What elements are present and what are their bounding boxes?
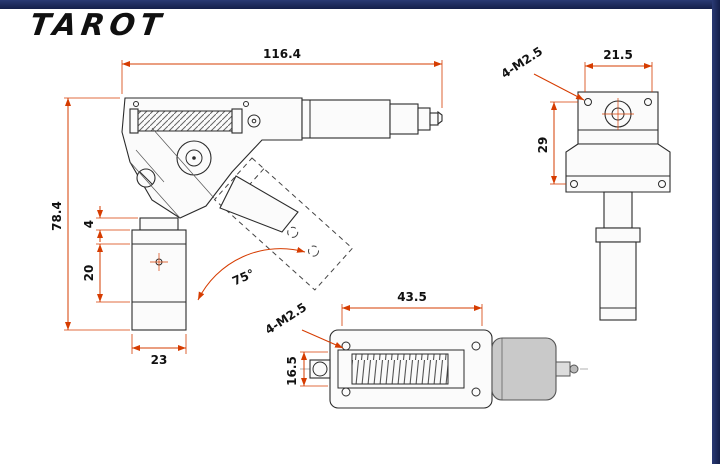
dim-angle: 75° [197,246,306,301]
bottom-nut [312,361,328,377]
idler-gear [247,114,261,128]
dim-bottom-screw-height-value: 16.5 [285,356,299,386]
rail-hole-right [243,101,249,107]
leadscrew-endblock-right [231,108,243,134]
dim-leg-section: 20 [82,243,130,303]
idler-gear-center [251,118,257,124]
leg-tube [131,229,187,331]
shaft-tip [437,110,443,126]
dim-bottom-screw-height: 16.5 [285,351,328,387]
bottom-motor-tip [569,364,579,374]
dim-leg-width: 23 [131,334,187,367]
leg-flange [139,217,179,231]
bracket-hole-tl [584,98,592,106]
bottom-view: 43.5 16.5 4-M2.5 [262,290,588,409]
dim-rear-hole-spacing-value: 29 [536,137,550,154]
main-bearing-inner [185,149,203,167]
bottom-inner-frame [337,349,465,389]
bottom-motor [491,337,557,401]
bracket-boss-centermark [602,98,634,130]
top-accent-bar [0,0,720,9]
dim-leg-section-value: 20 [82,265,96,282]
rear-screw-callout: 4-M2.5 [498,44,585,101]
bottom-screw-label: 4-M2.5 [262,300,309,337]
dim-overall-height: 78.4 [50,97,130,331]
dim-flange: 4 [82,206,138,242]
dim-overall-width-value: 116.4 [263,47,301,61]
bottom-motor-shaft [555,361,571,377]
bottom-leadscrew [351,353,449,385]
dim-bottom-length-value: 43.5 [397,290,427,304]
gusset-hatching [129,127,215,219]
side-view: 116.4 78.4 4 20 23 [50,47,443,367]
bracket-hole-br [658,180,666,188]
rear-view: 21.5 29 4-M2.5 [498,44,671,321]
bracket-hole-bl [570,180,578,188]
rail-hole-left [133,101,139,107]
dim-bottom-length: 43.5 [341,290,483,326]
dim-rear-width-value: 21.5 [603,48,633,62]
gearbox [389,103,419,135]
end-cap [417,107,431,131]
bracket-wings [565,143,671,193]
rear-leg-collar [595,227,641,243]
rear-leg-tube [599,241,637,321]
main-bearing-center [192,156,196,160]
pivot-arm [219,175,299,233]
dim-overall-height-value: 78.4 [50,201,64,231]
motor-cylinder [301,99,391,139]
right-accent-bar [712,0,720,464]
dim-rear-width: 21.5 [584,48,653,92]
shaft [429,112,439,126]
bottom-hole-tr [471,341,481,351]
leadscrew-endblock-left [129,108,139,134]
screw-slot [139,171,153,185]
leg-hole-centermark [150,253,168,271]
dim-angle-value: 75° [230,266,256,288]
dim-overall-width: 116.4 [121,47,443,108]
bottom-hole-br [471,387,481,397]
dim-rear-hole-spacing: 29 [536,101,578,185]
rear-leg-neck [603,191,633,229]
dim-leg-width-value: 23 [151,353,168,367]
dim-flange-value: 4 [82,220,96,228]
bracket-hole-tr [644,98,652,106]
